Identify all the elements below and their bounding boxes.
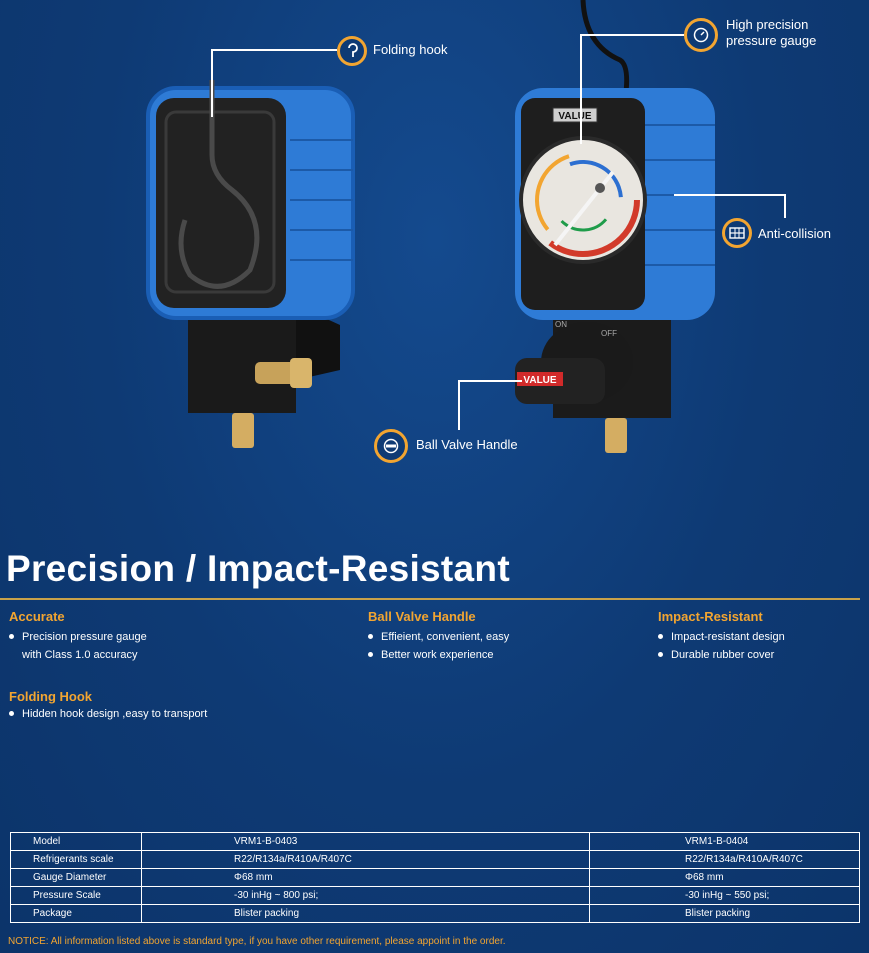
gauge-label-line2: pressure gauge [726,33,817,48]
table-row: Pressure Scale -30 inHg ~ 800 psi; -30 i… [10,886,860,905]
folding-hook-wire [178,80,260,289]
feature-ball-valve-item: Better work experience [368,646,494,664]
brass-fitting-bottom [232,413,254,448]
gauge-leader-v [580,34,582,144]
folding-hook-callout [337,36,367,66]
gauge-leader-h [580,34,684,36]
folding-hook-leader-h [211,49,337,51]
gauge-callout [684,18,718,52]
table-row: Gauge Diameter Φ68 mm Φ68 mm [10,868,860,887]
feature-accurate-item: Precision pressure gauge [9,628,147,646]
spec-value-a: -30 inHg ~ 800 psi; [141,886,590,905]
table-row: Model VRM1-B-0403 VRM1-B-0404 [10,832,860,851]
feature-folding-title: Folding Hook [9,689,93,704]
folding-hook-leader-v [211,49,213,117]
notice-text: NOTICE: All information listed above is … [8,936,506,947]
svg-text:OFF: OFF [601,329,617,338]
folding-hook-label: Folding hook [373,42,448,57]
hose [580,0,630,101]
ball-valve-handle: VALUE [515,322,633,404]
anti-collision-leader-v [784,194,786,218]
spec-label: Pressure Scale [10,886,142,905]
ball-valve-leader-h [458,380,522,382]
spec-label: Refrigerants scale [10,850,142,869]
table-row: Refrigerants scale R22/R134a/R410A/R407C… [10,850,860,869]
gauge-label-line1: High precision [726,17,809,32]
spec-value-a: VRM1-B-0403 [141,832,590,851]
spec-table: Model VRM1-B-0403 VRM1-B-0404 Refrigeran… [10,832,860,923]
svg-text:VALUE: VALUE [558,111,591,122]
svg-text:ON: ON [555,320,567,329]
spec-label: Model [10,832,142,851]
anti-collision-leader-h [674,194,786,196]
anti-collision-label: Anti-collision [758,226,831,241]
feature-accurate-title: Accurate [9,609,65,624]
product-back-view [146,80,355,448]
svg-text:VALUE: VALUE [523,375,556,386]
spec-value-b: VRM1-B-0404 [589,832,860,851]
bumper-icon [729,227,745,239]
feature-impact-item: Impact-resistant design [658,628,785,646]
back-plate [156,98,286,308]
spec-value-a: Blister packing [141,904,590,923]
spec-value-a: Φ68 mm [141,868,590,887]
title-divider [0,598,860,600]
feature-impact-title: Impact-Resistant [658,609,763,624]
valve-icon [383,438,399,454]
feature-folding-item: Hidden hook design ,easy to transport [9,705,207,723]
ball-valve-leader-v [458,380,460,430]
hook-icon [348,43,358,57]
spec-value-b: Φ68 mm [589,868,860,887]
spec-value-a: R22/R134a/R410A/R407C [141,850,590,869]
valve-block [188,305,296,413]
ball-valve-callout [374,429,408,463]
feature-accurate-item: with Class 1.0 accuracy [22,649,138,661]
page-title: Precision / Impact-Resistant [6,548,510,589]
spec-value-b: -30 inHg ~ 550 psi; [589,886,860,905]
gauge-dial [519,136,647,264]
feature-ball-valve-title: Ball Valve Handle [368,609,476,624]
gauge-icon [693,27,709,43]
anti-collision-callout [722,218,752,248]
spec-label: Package [10,904,142,923]
product-front-view: VALUE VALUE ON OFF [515,0,715,453]
gauge-needle [553,170,615,247]
ball-valve-label: Ball Valve Handle [416,437,518,452]
table-row: Package Blister packing Blister packing [10,904,860,923]
feature-impact-item: Durable rubber cover [658,646,774,664]
spec-label: Gauge Diameter [10,868,142,887]
brass-fitting-bottom [605,418,627,453]
spec-value-b: Blister packing [589,904,860,923]
brand-plate [552,107,598,123]
spec-value-b: R22/R134a/R410A/R407C [589,850,860,869]
feature-ball-valve-item: Effieient, convenient, easy [368,628,509,646]
